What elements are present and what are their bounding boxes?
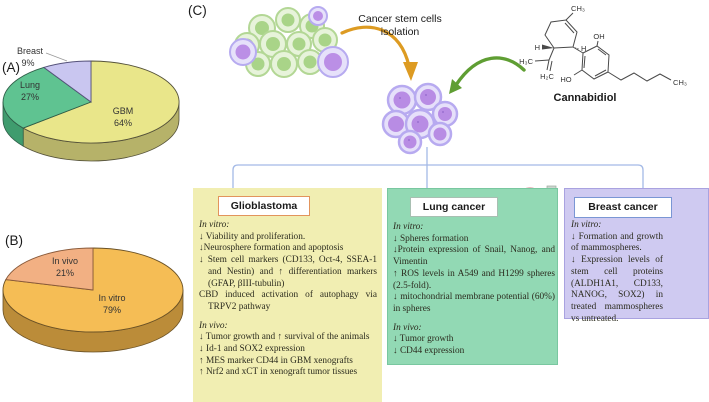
chem-label-ho: HO	[560, 75, 571, 84]
lung-cancer-text: In vitro: ↓ Spheres formation ↓Protein e…	[393, 222, 555, 358]
lung-invivo-item: ↓ CD44 expression	[393, 346, 465, 357]
lung-invitro-item: ↓ mitochondrial membrane potential (60%)…	[393, 292, 555, 314]
chem-label-h-left: H	[535, 43, 540, 52]
glio-invivo-item: ↑ Nrf2 and xCT in xenograft tumor tissue…	[199, 367, 358, 378]
pie-a-label-lung: Lung	[19, 80, 41, 90]
lung-cancer-title: Lung cancer	[410, 197, 498, 217]
glio-invitro-item: ↓ Viability and proliferation.	[199, 231, 306, 242]
glio-invivo-item: ↓ Id-1 and SOX2 expression	[199, 344, 305, 355]
isolation-label: Cancer stem cells isolation	[358, 13, 442, 38]
lung-invitro-item: ↓ Spheres formation	[393, 233, 469, 244]
pie-b-label-invitro: In vitro	[98, 293, 126, 303]
panel-b-label: (B)	[5, 233, 23, 248]
lung-invitro-item: ↑ ROS levels in A549 and H1299 spheres (…	[393, 268, 555, 291]
breast-invitro-item: ↓ Formation and growth of mammospheres.	[571, 231, 663, 254]
chem-label-h3c: H₃C	[519, 57, 533, 66]
tumor-cells-cluster	[229, 6, 349, 78]
pie-b-slice-invitro	[2, 247, 184, 333]
pie-b-label-invivo: In vivo	[51, 256, 79, 266]
lung-invitro-heading: In vitro:	[393, 222, 424, 232]
glioblastoma-box: Glioblastoma In vitro: ↓ Viability and p…	[193, 188, 382, 402]
pie-a-slice-lung	[2, 66, 92, 129]
chem-label-oh: OH	[593, 32, 604, 41]
stem-cell-speckles	[399, 94, 444, 141]
pie-b-value-invivo: 21%	[55, 268, 75, 278]
glio-invivo-item: ↑ MES marker CD44 in GBM xenografts	[199, 355, 353, 366]
glio-invitro-heading: In vitro:	[199, 220, 230, 230]
stem-cells-cluster	[381, 82, 459, 155]
chem-label-h-right: H	[581, 44, 586, 53]
pie-b-side	[2, 289, 184, 353]
pie-chart-b	[2, 247, 184, 353]
glio-invivo-heading: In vivo:	[199, 320, 228, 331]
pie-a-leader-line	[45, 52, 68, 62]
connector-lines	[232, 147, 644, 188]
breast-invitro-heading: In vitro:	[571, 220, 602, 230]
pie-a-slice-breast	[42, 60, 92, 103]
pie-b-value-invitro: 79%	[102, 305, 122, 315]
pie-b-slice-invivo	[5, 247, 94, 291]
breast-invitro-item: ↓ Expression levels of stem cell protein…	[571, 255, 663, 324]
lung-cancer-box: Lung cancer In vitro: ↓ Spheres formatio…	[387, 188, 558, 365]
cannabidiol-structure: CH₃ OH H H H₃C H₂C HO CH₃	[519, 4, 687, 87]
cannabidiol-caption: Cannabidiol	[553, 92, 617, 104]
pie-a-value-breast: 9%	[21, 58, 35, 68]
cbd-arrow	[449, 56, 526, 94]
pie-a-value-gbm: 64%	[113, 118, 133, 128]
pie-a-slice-gbm	[22, 60, 180, 144]
pie-a-label-gbm: GBM	[112, 106, 134, 116]
breast-cancer-text: In vitro: ↓ Formation and growth of mamm…	[571, 220, 663, 325]
pie-chart-a	[2, 52, 180, 162]
pie-a-side-lung	[2, 101, 24, 147]
glioblastoma-text: In vitro: ↓ Viability and proliferation.…	[199, 220, 377, 379]
panel-a-label: (A)	[2, 60, 20, 75]
pie-a-value-lung: 27%	[20, 92, 40, 102]
lung-invivo-heading: In vivo:	[393, 322, 422, 333]
chem-label-h2c: H₂C	[540, 72, 554, 81]
glioblastoma-title: Glioblastoma	[218, 196, 310, 216]
breast-cancer-title: Breast cancer	[574, 197, 672, 218]
lung-invivo-item: ↓ Tumor growth	[393, 334, 454, 345]
chem-label-ch3-right: CH₃	[673, 78, 687, 87]
glio-invivo-item: ↓ Tumor growth and ↑ survival of the ani…	[199, 332, 370, 343]
glio-invitro-item: CBD induced activation of autophagy via …	[199, 290, 377, 312]
tumor-cells-green	[234, 7, 338, 78]
glio-invitro-item: ↓ Stem cell markers (CD133, Oct-4, SSEA-…	[199, 255, 377, 289]
glio-invitro-item: ↓Neurosphere formation and apoptosis	[199, 243, 344, 254]
lung-invitro-item: ↓Protein expression of Snail, Nanog, and…	[393, 245, 555, 268]
breast-cancer-box: Breast cancer In vitro: ↓ Formation and …	[564, 188, 709, 324]
pie-a-label-breast: Breast	[16, 46, 44, 56]
panel-c-label: (C)	[188, 3, 207, 18]
chem-label-ch3-top: CH₃	[571, 4, 585, 13]
pie-a-side-gbm	[22, 101, 180, 162]
tumor-cells-purple	[229, 6, 349, 78]
